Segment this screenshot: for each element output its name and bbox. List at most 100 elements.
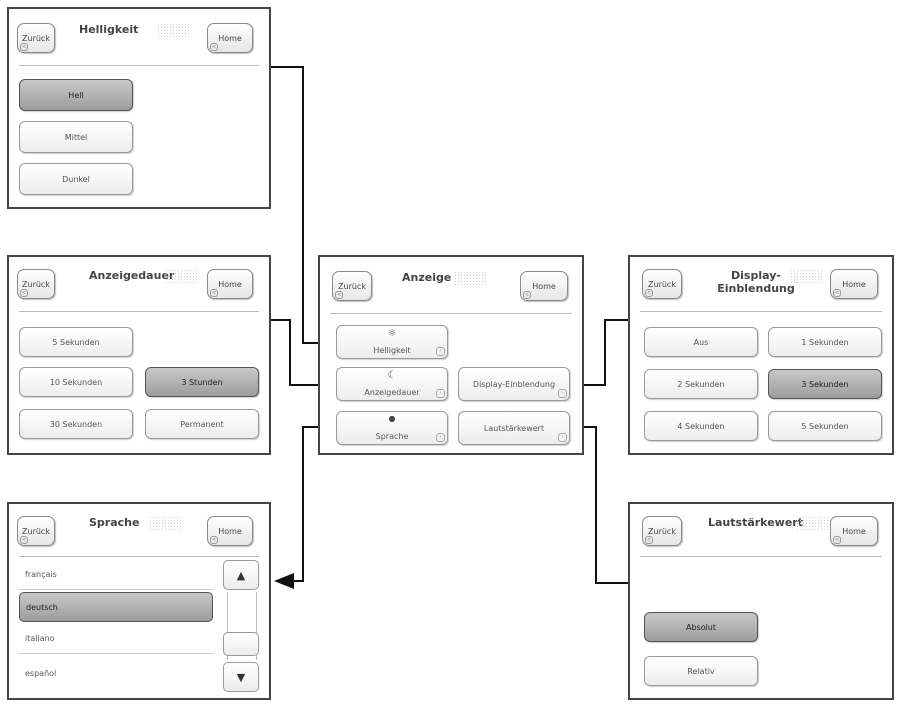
option-10-sekunden[interactable]: 10 Sekunden	[19, 367, 133, 397]
menu-item-lautstaerkewert[interactable]: Lautstärkewert ›	[458, 411, 570, 445]
submenu-indicator-icon: ›	[558, 389, 567, 398]
scrollbar-track[interactable]	[227, 592, 257, 660]
display-einblendung-screen: Zurück < Display- Einblendung Home < Aus…	[628, 255, 894, 455]
option-1-sekunden[interactable]: 1 Sekunden	[768, 327, 882, 357]
list-item-deutsch[interactable]: deutsch	[19, 592, 213, 622]
back-button[interactable]: Zurück <	[17, 23, 55, 53]
home-button[interactable]: Home <	[207, 23, 253, 53]
title-dots	[157, 23, 191, 39]
scrollbar-thumb[interactable]	[223, 632, 259, 656]
option-label: 2 Sekunden	[677, 379, 725, 389]
speech-bubble-icon: ●	[388, 414, 396, 423]
option-label: Permanent	[180, 419, 224, 429]
list-item-italiano[interactable]: italiano	[19, 624, 213, 654]
back-corner-icon: <	[645, 536, 653, 544]
menu-item-label: Lautstärkewert	[483, 424, 545, 433]
submenu-indicator-icon: ›	[436, 433, 445, 442]
list-item-label: español	[25, 668, 57, 678]
option-label: 1 Sekunden	[801, 337, 849, 347]
option-aus[interactable]: Aus	[644, 327, 758, 357]
list-item-label: français	[25, 570, 57, 579]
option-label: Aus	[693, 337, 709, 347]
list-item-francais[interactable]: français	[19, 560, 213, 590]
option-absolut[interactable]: Absolut	[644, 612, 758, 642]
home-corner-icon: <	[210, 289, 218, 297]
title-dots	[790, 269, 824, 285]
back-label: Zurück	[648, 526, 676, 536]
home-label: Home	[218, 33, 242, 43]
option-label: 4 Sekunden	[677, 421, 725, 431]
option-2-sekunden[interactable]: 2 Sekunden	[644, 369, 758, 399]
scroll-down-button[interactable]: ▼	[223, 662, 259, 692]
submenu-indicator-icon: ›	[436, 347, 445, 356]
option-dunkel[interactable]: Dunkel	[19, 163, 133, 195]
title-dots	[149, 516, 183, 532]
option-hell[interactable]: Hell	[19, 79, 133, 111]
separator	[640, 556, 882, 557]
home-button[interactable]: Home <	[207, 516, 253, 546]
home-button[interactable]: Home <	[520, 271, 568, 301]
option-label: 10 Sekunden	[49, 377, 103, 387]
separator	[640, 311, 882, 312]
home-button[interactable]: Home <	[207, 269, 253, 299]
back-corner-icon: <	[20, 289, 28, 297]
menu-item-display-einblendung[interactable]: Display-Einblendung ›	[458, 367, 570, 401]
home-label: Home	[842, 526, 866, 536]
page-title: Display- Einblendung	[706, 269, 806, 295]
option-3-sekunden[interactable]: 3 Sekunden	[768, 369, 882, 399]
option-label: Absolut	[685, 622, 717, 632]
option-relativ[interactable]: Relativ	[644, 656, 758, 686]
helligkeit-screen: Zurück < Helligkeit Home < Hell Mittel D…	[7, 7, 271, 209]
back-label: Zurück	[22, 279, 50, 289]
title-dots	[165, 269, 199, 285]
menu-item-label: Anzeigedauer	[364, 388, 420, 397]
option-3-stunden[interactable]: 3 Stunden	[145, 367, 259, 397]
option-label: 30 Sekunden	[49, 419, 103, 429]
option-label: Hell	[68, 90, 84, 100]
option-label: Mittel	[64, 132, 88, 142]
option-mittel[interactable]: Mittel	[19, 121, 133, 153]
menu-item-label: Sprache	[375, 432, 409, 441]
home-corner-icon: <	[833, 289, 841, 297]
home-label: Home	[218, 279, 242, 289]
home-corner-icon: <	[210, 536, 218, 544]
title-line-2: Einblendung	[717, 282, 795, 295]
home-label: Home	[218, 526, 242, 536]
option-label: Relativ	[687, 666, 715, 676]
option-30-sekunden[interactable]: 30 Sekunden	[19, 409, 133, 439]
option-permanent[interactable]: Permanent	[145, 409, 259, 439]
back-corner-icon: <	[20, 536, 28, 544]
menu-item-label: Display-Einblendung	[472, 380, 556, 389]
submenu-indicator-icon: ›	[436, 389, 445, 398]
sprache-screen: Zurück < Sprache Home < français deutsch…	[7, 502, 271, 700]
sun-icon: ☼	[387, 328, 397, 339]
back-label: Zurück	[648, 279, 676, 289]
arrow-down-icon: ▼	[236, 670, 246, 684]
page-title: Helligkeit	[79, 23, 139, 36]
back-button[interactable]: Zurück <	[17, 269, 55, 299]
option-label: 3 Sekunden	[801, 379, 849, 389]
back-button[interactable]: Zurück <	[642, 516, 682, 546]
menu-item-sprache[interactable]: ● Sprache ›	[336, 411, 448, 445]
option-label: Dunkel	[62, 174, 90, 184]
scroll-up-button[interactable]: ▲	[223, 560, 259, 590]
home-button[interactable]: Home <	[830, 269, 878, 299]
option-4-sekunden[interactable]: 4 Sekunden	[644, 411, 758, 441]
list-item-espanol[interactable]: español	[19, 658, 213, 688]
home-button[interactable]: Home <	[830, 516, 878, 546]
option-5-sekunden[interactable]: 5 Sekunden	[19, 327, 133, 357]
back-button[interactable]: Zurück <	[332, 271, 372, 301]
home-corner-icon: <	[833, 536, 841, 544]
anzeigedauer-screen: Zurück < Anzeigedauer Home < 5 Sekunden …	[7, 255, 271, 455]
back-button[interactable]: Zurück <	[17, 516, 55, 546]
back-button[interactable]: Zurück <	[642, 269, 682, 299]
option-label: 5 Sekunden	[52, 337, 100, 347]
option-5-sekunden[interactable]: 5 Sekunden	[768, 411, 882, 441]
menu-item-helligkeit[interactable]: ☼ Helligkeit ›	[336, 325, 448, 359]
home-label: Home	[532, 281, 556, 291]
menu-item-anzeigedauer[interactable]: ☾ Anzeigedauer ›	[336, 367, 448, 401]
title-dots	[796, 516, 830, 532]
back-corner-icon: <	[335, 291, 343, 299]
list-item-label: italiano	[25, 634, 55, 643]
option-label: 3 Stunden	[181, 377, 223, 387]
